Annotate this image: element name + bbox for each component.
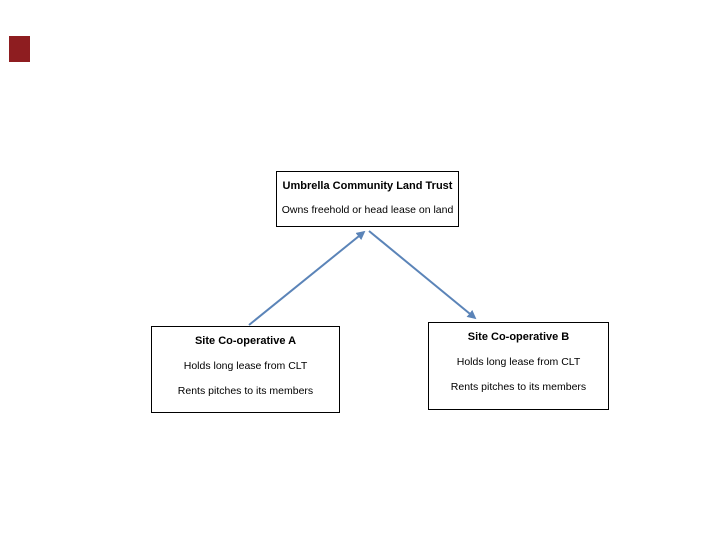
site-coop-a-box-text-1: Holds long lease from CLT bbox=[183, 360, 308, 372]
umbrella-clt-box: Umbrella Community Land Trust Owns freeh… bbox=[276, 171, 459, 227]
site-coop-a-box-title: Site Co-operative A bbox=[194, 335, 297, 347]
site-coop-a-box-text-2: Rents pitches to its members bbox=[177, 385, 314, 397]
site-coop-a-box: Site Co-operative A Holds long lease fro… bbox=[151, 326, 340, 413]
site-coop-b-box-text-2: Rents pitches to its members bbox=[450, 381, 587, 393]
site-coop-b-box-title: Site Co-operative B bbox=[467, 331, 570, 343]
red-rectangle-marker bbox=[9, 36, 30, 62]
site-coop-b-box-text-1: Holds long lease from CLT bbox=[456, 356, 581, 368]
umbrella-clt-box-title: Umbrella Community Land Trust bbox=[282, 180, 453, 192]
umbrella-clt-box-text: Owns freehold or head lease on land bbox=[281, 204, 454, 216]
connector-line-right bbox=[368, 230, 477, 320]
connector-line-left bbox=[248, 230, 366, 326]
site-coop-b-box: Site Co-operative B Holds long lease fro… bbox=[428, 322, 609, 410]
